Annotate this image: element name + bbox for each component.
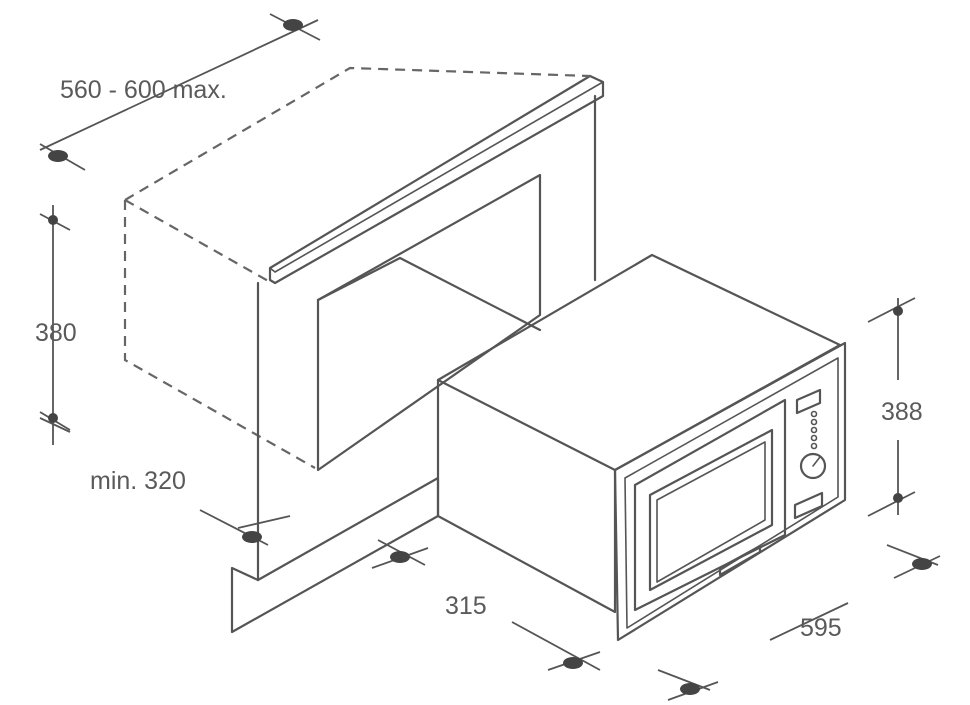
control-display <box>795 388 822 415</box>
door-release-button <box>793 491 824 520</box>
control-button-4 <box>810 434 818 442</box>
microwave-front-frame <box>613 341 847 642</box>
control-button-2 <box>810 418 818 426</box>
label-appliance-width: 595 <box>800 614 842 642</box>
cabinet-back-outline <box>124 66 591 201</box>
dim-appliance-depth <box>371 539 601 671</box>
dim-cabinet-width <box>39 13 321 171</box>
dim-appliance-height <box>867 297 916 517</box>
control-button-3 <box>810 426 818 434</box>
countertop <box>268 74 605 285</box>
door-handle <box>718 544 762 577</box>
label-cabinet-depth: min. 320 <box>90 467 186 495</box>
label-cabinet-width: 560 - 600 max. <box>60 76 227 104</box>
microwave-window <box>648 428 774 592</box>
niche-opening <box>316 173 542 472</box>
dim-appliance-width <box>657 544 941 701</box>
control-button-1 <box>810 410 818 418</box>
label-appliance-depth: 315 <box>445 592 487 620</box>
label-appliance-height: 388 <box>881 398 923 426</box>
microwave <box>436 253 847 642</box>
dim-cabinet-depth <box>39 417 291 546</box>
microwave-side <box>436 378 617 614</box>
control-button-5 <box>810 442 818 450</box>
dim-cabinet-height <box>39 205 71 445</box>
cabinet <box>123 66 605 634</box>
microwave-top <box>436 253 842 472</box>
microwave-door <box>633 398 787 612</box>
control-knob <box>799 452 827 480</box>
label-cabinet-height: 380 <box>35 319 77 347</box>
